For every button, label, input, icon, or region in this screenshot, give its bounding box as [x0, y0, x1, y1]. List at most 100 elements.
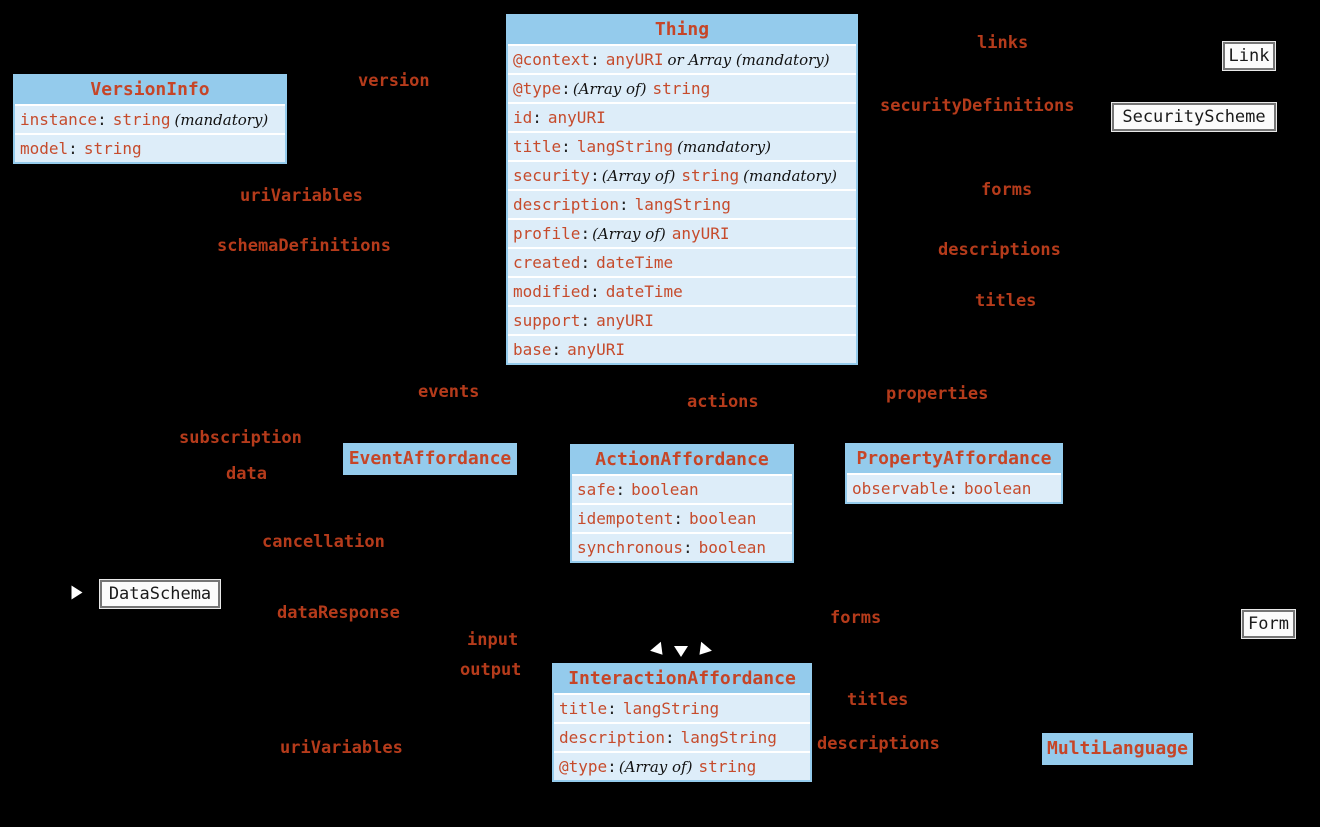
- attribute-name: title: [559, 699, 608, 718]
- attribute-type: boolean: [631, 480, 699, 499]
- thing-attribute-base: base:anyURI: [508, 334, 856, 363]
- generalization-from-event-arrowhead-icon: [650, 641, 668, 660]
- attribute-type: string: [652, 79, 711, 98]
- edge-label-cancellation: cancellation: [262, 532, 385, 552]
- attribute-colon: :: [664, 728, 675, 747]
- attribute-colon: :: [97, 110, 107, 129]
- attribute-type: boolean: [963, 479, 1032, 498]
- action-affordance-attribute-safe: safe: boolean: [572, 474, 792, 503]
- edge-label-titles-right: titles: [975, 291, 1037, 311]
- edge-label-schema-definitions: schemaDefinitions: [217, 236, 391, 256]
- edge-label-forms-bottom: forms: [830, 608, 882, 628]
- edge-label-properties: properties: [886, 384, 989, 404]
- attribute-name: model: [20, 139, 69, 158]
- thing-attribute-profile: profile:(Array of)anyURI: [508, 218, 856, 247]
- attribute-mandatory-note: or Array (mandatory): [667, 51, 830, 69]
- attribute-name: title: [513, 137, 562, 156]
- thing-attribute-at-type: @type:(Array of)string: [508, 73, 856, 102]
- attribute-type: string: [681, 166, 740, 185]
- attribute-colon: :: [580, 311, 591, 330]
- thing-attribute-id: id: anyURI: [508, 102, 856, 131]
- event-affordance-title: EventAffordance: [345, 445, 515, 473]
- edge-label-security-definitions: securityDefinitions: [880, 96, 1075, 116]
- class-box-interaction-affordance: InteractionAffordance title: langString des…: [552, 663, 812, 782]
- generalization-from-property-arrowhead-icon: [694, 641, 712, 660]
- class-box-data-schema: DataSchema: [100, 580, 220, 608]
- link-title: Link: [1228, 46, 1270, 66]
- class-box-security-scheme: SecurityScheme: [1112, 103, 1276, 131]
- attribute-type: anyURI: [605, 50, 664, 69]
- version-info-title: VersionInfo: [15, 76, 285, 104]
- action-affordance-attribute-idempotent: idempotent: boolean: [572, 503, 792, 532]
- attribute-colon: :: [580, 253, 591, 272]
- attribute-colon: :: [68, 139, 78, 158]
- attribute-name: id: [513, 108, 533, 127]
- attribute-type: boolean: [698, 538, 767, 557]
- attribute-colon: :: [551, 340, 562, 359]
- attribute-colon: :: [682, 538, 693, 557]
- attribute-cardinality-note: (Array of): [592, 225, 666, 243]
- attribute-cardinality-note: (Array of): [572, 80, 647, 98]
- attribute-colon: :: [590, 50, 600, 69]
- interaction-affordance-attribute-description: description:langString: [554, 722, 810, 751]
- interaction-affordance-attribute-title: title: langString: [554, 693, 810, 722]
- attribute-type: string: [112, 110, 171, 129]
- class-box-multi-language: MultiLanguage: [1042, 733, 1193, 765]
- attribute-colon: :: [532, 108, 542, 127]
- edge-label-actions: actions: [687, 392, 759, 412]
- version-info-attribute-model: model: string: [15, 133, 285, 162]
- attribute-type: string: [83, 139, 142, 158]
- edge-label-descriptions-right: descriptions: [938, 240, 1061, 260]
- attribute-type: boolean: [688, 509, 757, 528]
- edge-label-descriptions-bottom: descriptions: [817, 734, 940, 754]
- attribute-type: anyURI: [547, 108, 606, 127]
- edge-label-uri-variables-bottom: uriVariables: [280, 738, 403, 758]
- attribute-name: profile: [513, 224, 581, 243]
- attribute-cardinality-note: (Array of): [618, 758, 693, 776]
- edge-label-version: version: [358, 71, 430, 91]
- attribute-type: dateTime: [596, 253, 674, 272]
- edge-label-events: events: [418, 382, 480, 402]
- attribute-name: observable: [852, 479, 949, 498]
- interaction-affordance-title: InteractionAffordance: [554, 665, 810, 693]
- property-affordance-attribute-observable: observable:boolean: [847, 473, 1061, 502]
- thing-attribute-support: support: anyURI: [508, 305, 856, 334]
- edge-label-forms-top-right: forms: [981, 180, 1033, 200]
- attribute-type: string: [698, 757, 757, 776]
- edge-label-input: input: [467, 630, 519, 650]
- thing-title: Thing: [508, 16, 856, 44]
- attribute-name: security: [513, 166, 591, 185]
- thing-attribute-description: description:langString: [508, 189, 856, 218]
- attribute-colon: :: [618, 195, 629, 214]
- attribute-name: safe: [577, 480, 616, 499]
- action-affordance-attribute-synchronous: synchronous:boolean: [572, 532, 792, 561]
- thing-attribute-security: security:(Array of)string(mandatory): [508, 160, 856, 189]
- attribute-type: anyURI: [596, 311, 654, 330]
- attribute-mandatory-note: (mandatory): [174, 111, 269, 129]
- attribute-colon: :: [615, 480, 626, 499]
- generalization-from-action-arrowhead-icon: [674, 646, 688, 657]
- attribute-name: description: [559, 728, 665, 747]
- multi-language-title: MultiLanguage: [1044, 735, 1191, 763]
- attribute-type: langString: [622, 699, 720, 718]
- attribute-type: anyURI: [671, 224, 730, 243]
- edge-label-data: data: [226, 464, 267, 484]
- attribute-name: instance: [20, 110, 98, 129]
- version-info-attribute-instance: instance: string(mandatory): [15, 104, 285, 133]
- form-title: Form: [1248, 614, 1289, 634]
- attribute-name: support: [513, 311, 581, 330]
- attribute-colon: :: [673, 509, 683, 528]
- thing-attribute-title: title:langString(mandatory): [508, 131, 856, 160]
- security-scheme-title: SecurityScheme: [1122, 107, 1266, 127]
- action-affordance-title: ActionAffordance: [572, 446, 792, 474]
- property-affordance-title: PropertyAffordance: [847, 445, 1061, 473]
- attribute-mandatory-note: (mandatory): [677, 138, 771, 156]
- attribute-colon: :: [607, 699, 617, 718]
- attribute-name: description: [513, 195, 619, 214]
- class-box-event-affordance: EventAffordance: [343, 443, 517, 475]
- attribute-name: idempotent: [577, 509, 674, 528]
- attribute-name: @type: [513, 79, 562, 98]
